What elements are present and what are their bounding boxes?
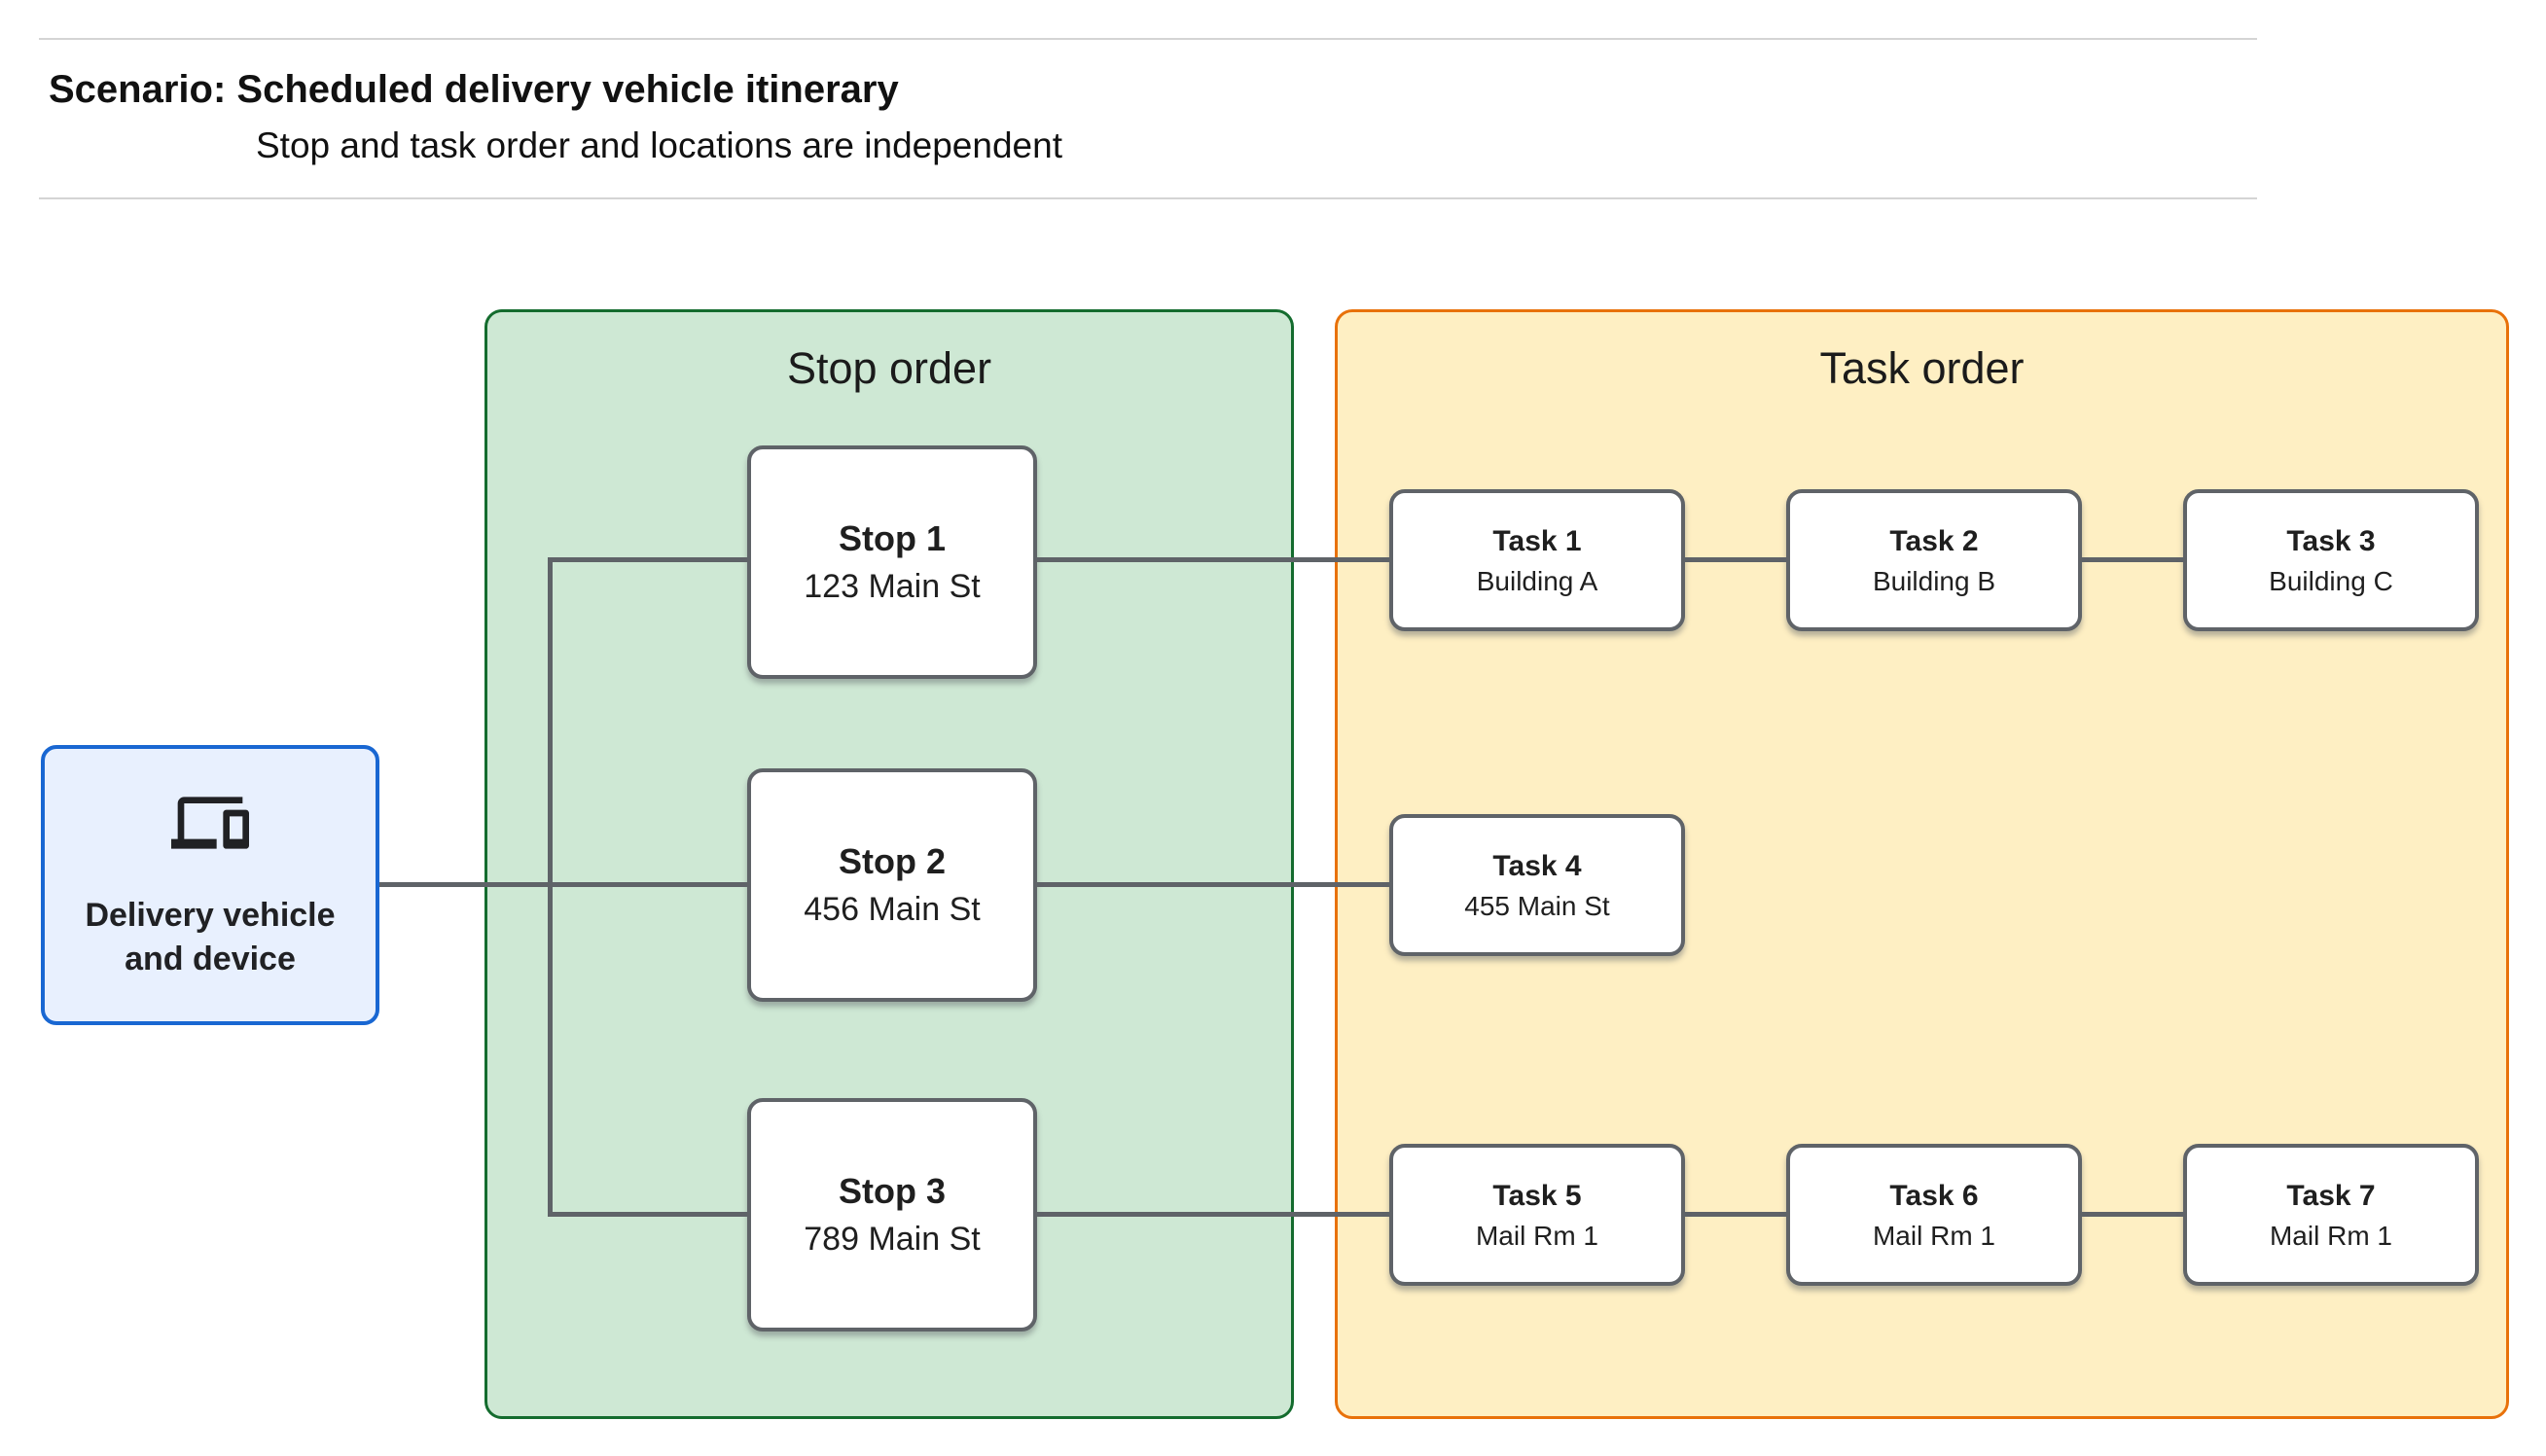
connector-branch-vertical <box>548 558 553 1217</box>
task-node-5: Task 5 Mail Rm 1 <box>1389 1144 1685 1286</box>
task-node-3: Task 3 Building C <box>2183 489 2479 631</box>
task-4-location: 455 Main St <box>1464 890 1610 921</box>
stop-order-panel-title: Stop order <box>786 343 992 393</box>
connector-task1-to-task2 <box>1685 557 1786 562</box>
page-title: Scenario: Scheduled delivery vehicle iti… <box>49 68 899 111</box>
task-5-title: Task 5 <box>1492 1180 1582 1213</box>
task-6-title: Task 6 <box>1889 1180 1979 1213</box>
stop-3-title: Stop 3 <box>838 1171 946 1212</box>
stop-1-address: 123 Main St <box>804 568 981 606</box>
task-3-location: Building C <box>2269 565 2393 596</box>
task-3-title: Task 3 <box>2286 525 2376 558</box>
connector-branch-to-stop3 <box>548 1212 747 1217</box>
task-node-1: Task 1 Building A <box>1389 489 1685 631</box>
stop-1-title: Stop 1 <box>838 518 946 559</box>
connector-task6-to-task7 <box>2082 1212 2183 1217</box>
divider-bottom <box>39 197 2257 199</box>
task-2-location: Building B <box>1872 565 1996 596</box>
task-5-location: Mail Rm 1 <box>1475 1220 1598 1251</box>
task-order-panel-title: Task order <box>1819 343 2025 393</box>
task-7-location: Mail Rm 1 <box>2269 1220 2392 1251</box>
vehicle-label: Delivery vehicle and device <box>85 894 335 981</box>
stop-node-3: Stop 3 789 Main St <box>747 1098 1037 1332</box>
stop-node-2: Stop 2 456 Main St <box>747 768 1037 1002</box>
vehicle-label-line1: Delivery vehicle <box>85 897 336 935</box>
connector-task2-to-task3 <box>2082 557 2183 562</box>
task-2-title: Task 2 <box>1889 525 1979 558</box>
vehicle-label-line2: and device <box>125 941 296 977</box>
devices-icon <box>171 797 249 849</box>
delivery-vehicle-node: Delivery vehicle and device <box>41 745 379 1025</box>
stop-3-address: 789 Main St <box>804 1221 981 1259</box>
stop-2-address: 456 Main St <box>804 891 981 929</box>
page-subtitle: Stop and task order and locations are in… <box>256 125 1062 165</box>
divider-top <box>39 38 2257 40</box>
task-4-title: Task 4 <box>1492 850 1582 883</box>
task-1-location: Building A <box>1476 565 1598 596</box>
connector-task5-to-task6 <box>1685 1212 1786 1217</box>
task-7-title: Task 7 <box>2286 1180 2376 1213</box>
connector-stop1-to-task1 <box>1037 557 1389 562</box>
stop-node-1: Stop 1 123 Main St <box>747 445 1037 679</box>
task-1-title: Task 1 <box>1492 525 1582 558</box>
connector-stop3-to-task5 <box>1037 1212 1389 1217</box>
task-node-6: Task 6 Mail Rm 1 <box>1786 1144 2082 1286</box>
connector-vehicle-to-stop2 <box>379 882 747 887</box>
stop-2-title: Stop 2 <box>838 841 946 882</box>
task-node-7: Task 7 Mail Rm 1 <box>2183 1144 2479 1286</box>
task-node-2: Task 2 Building B <box>1786 489 2082 631</box>
task-node-4: Task 4 455 Main St <box>1389 814 1685 956</box>
task-6-location: Mail Rm 1 <box>1872 1220 1995 1251</box>
connector-branch-to-stop1 <box>548 557 747 562</box>
connector-stop2-to-task4 <box>1037 882 1389 887</box>
